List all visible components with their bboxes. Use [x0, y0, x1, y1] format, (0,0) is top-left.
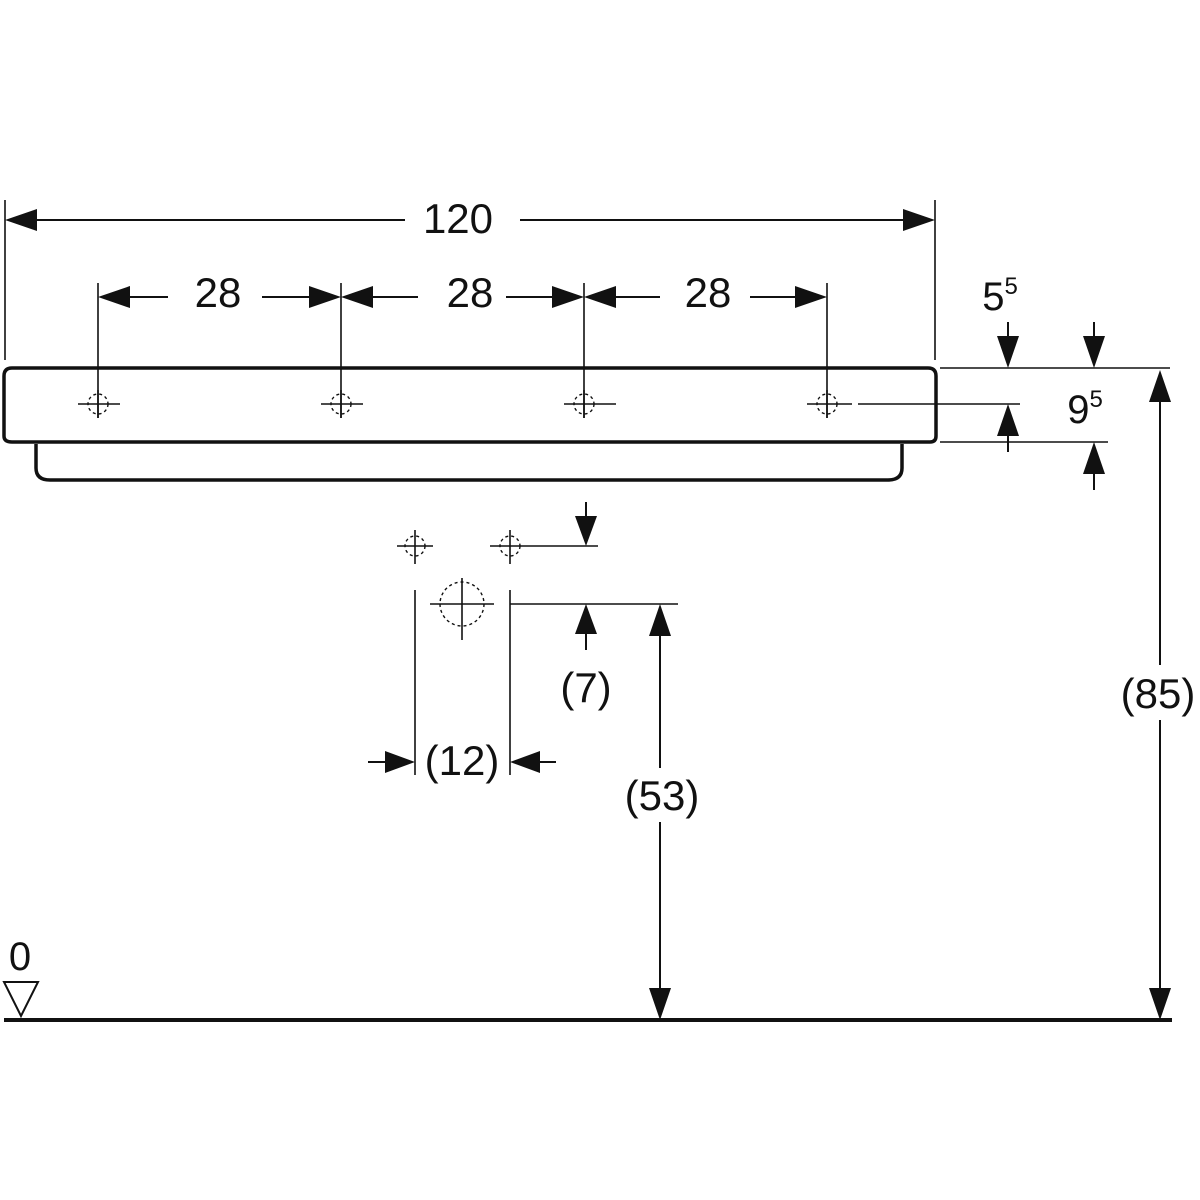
tap-spacing-1-label: 28: [195, 269, 242, 316]
rim-top-height-label: (85): [1121, 670, 1196, 717]
tap-spacing-3-label: 28: [685, 269, 732, 316]
rim-height-label: 95: [1067, 386, 1103, 432]
tap-hole-1: [78, 390, 120, 418]
waste-outlet: [414, 578, 678, 775]
basin-outline: [2, 366, 938, 482]
waste-height-dimension: (53): [625, 604, 700, 1020]
floor-level-label: 0: [9, 935, 31, 979]
rim-top-height-dimension: (85): [1121, 370, 1196, 1020]
rim-height-base: 9: [1067, 388, 1089, 432]
tap-hole-3: [564, 390, 616, 418]
trap-spacing-dimension: (12): [368, 737, 556, 784]
trap-offset-label: (7): [560, 664, 611, 711]
waste-height-label: (53): [625, 772, 700, 819]
tap-offset-label: 55: [982, 273, 1018, 319]
tap-hole-2: [321, 390, 363, 418]
trap-offset-dimension: (7): [560, 502, 612, 711]
rim-height-sup: 5: [1089, 386, 1102, 413]
trap-spacing-label: (12): [425, 737, 500, 784]
rim-dimensions: 55 95: [858, 273, 1170, 490]
floor-level: 0: [2, 935, 1172, 1022]
supply-point-right: [490, 530, 598, 564]
overall-width-dimension: 120: [4, 195, 936, 360]
supply-point-left: [397, 530, 433, 564]
tap-spacing-2-label: 28: [447, 269, 494, 316]
tap-hole-4: [807, 390, 852, 418]
tap-offset-base: 5: [982, 275, 1004, 319]
tap-spacing-dimensions: 28 28 28: [97, 269, 828, 418]
overall-width-label: 120: [423, 195, 493, 242]
tap-offset-sup: 5: [1004, 273, 1017, 300]
